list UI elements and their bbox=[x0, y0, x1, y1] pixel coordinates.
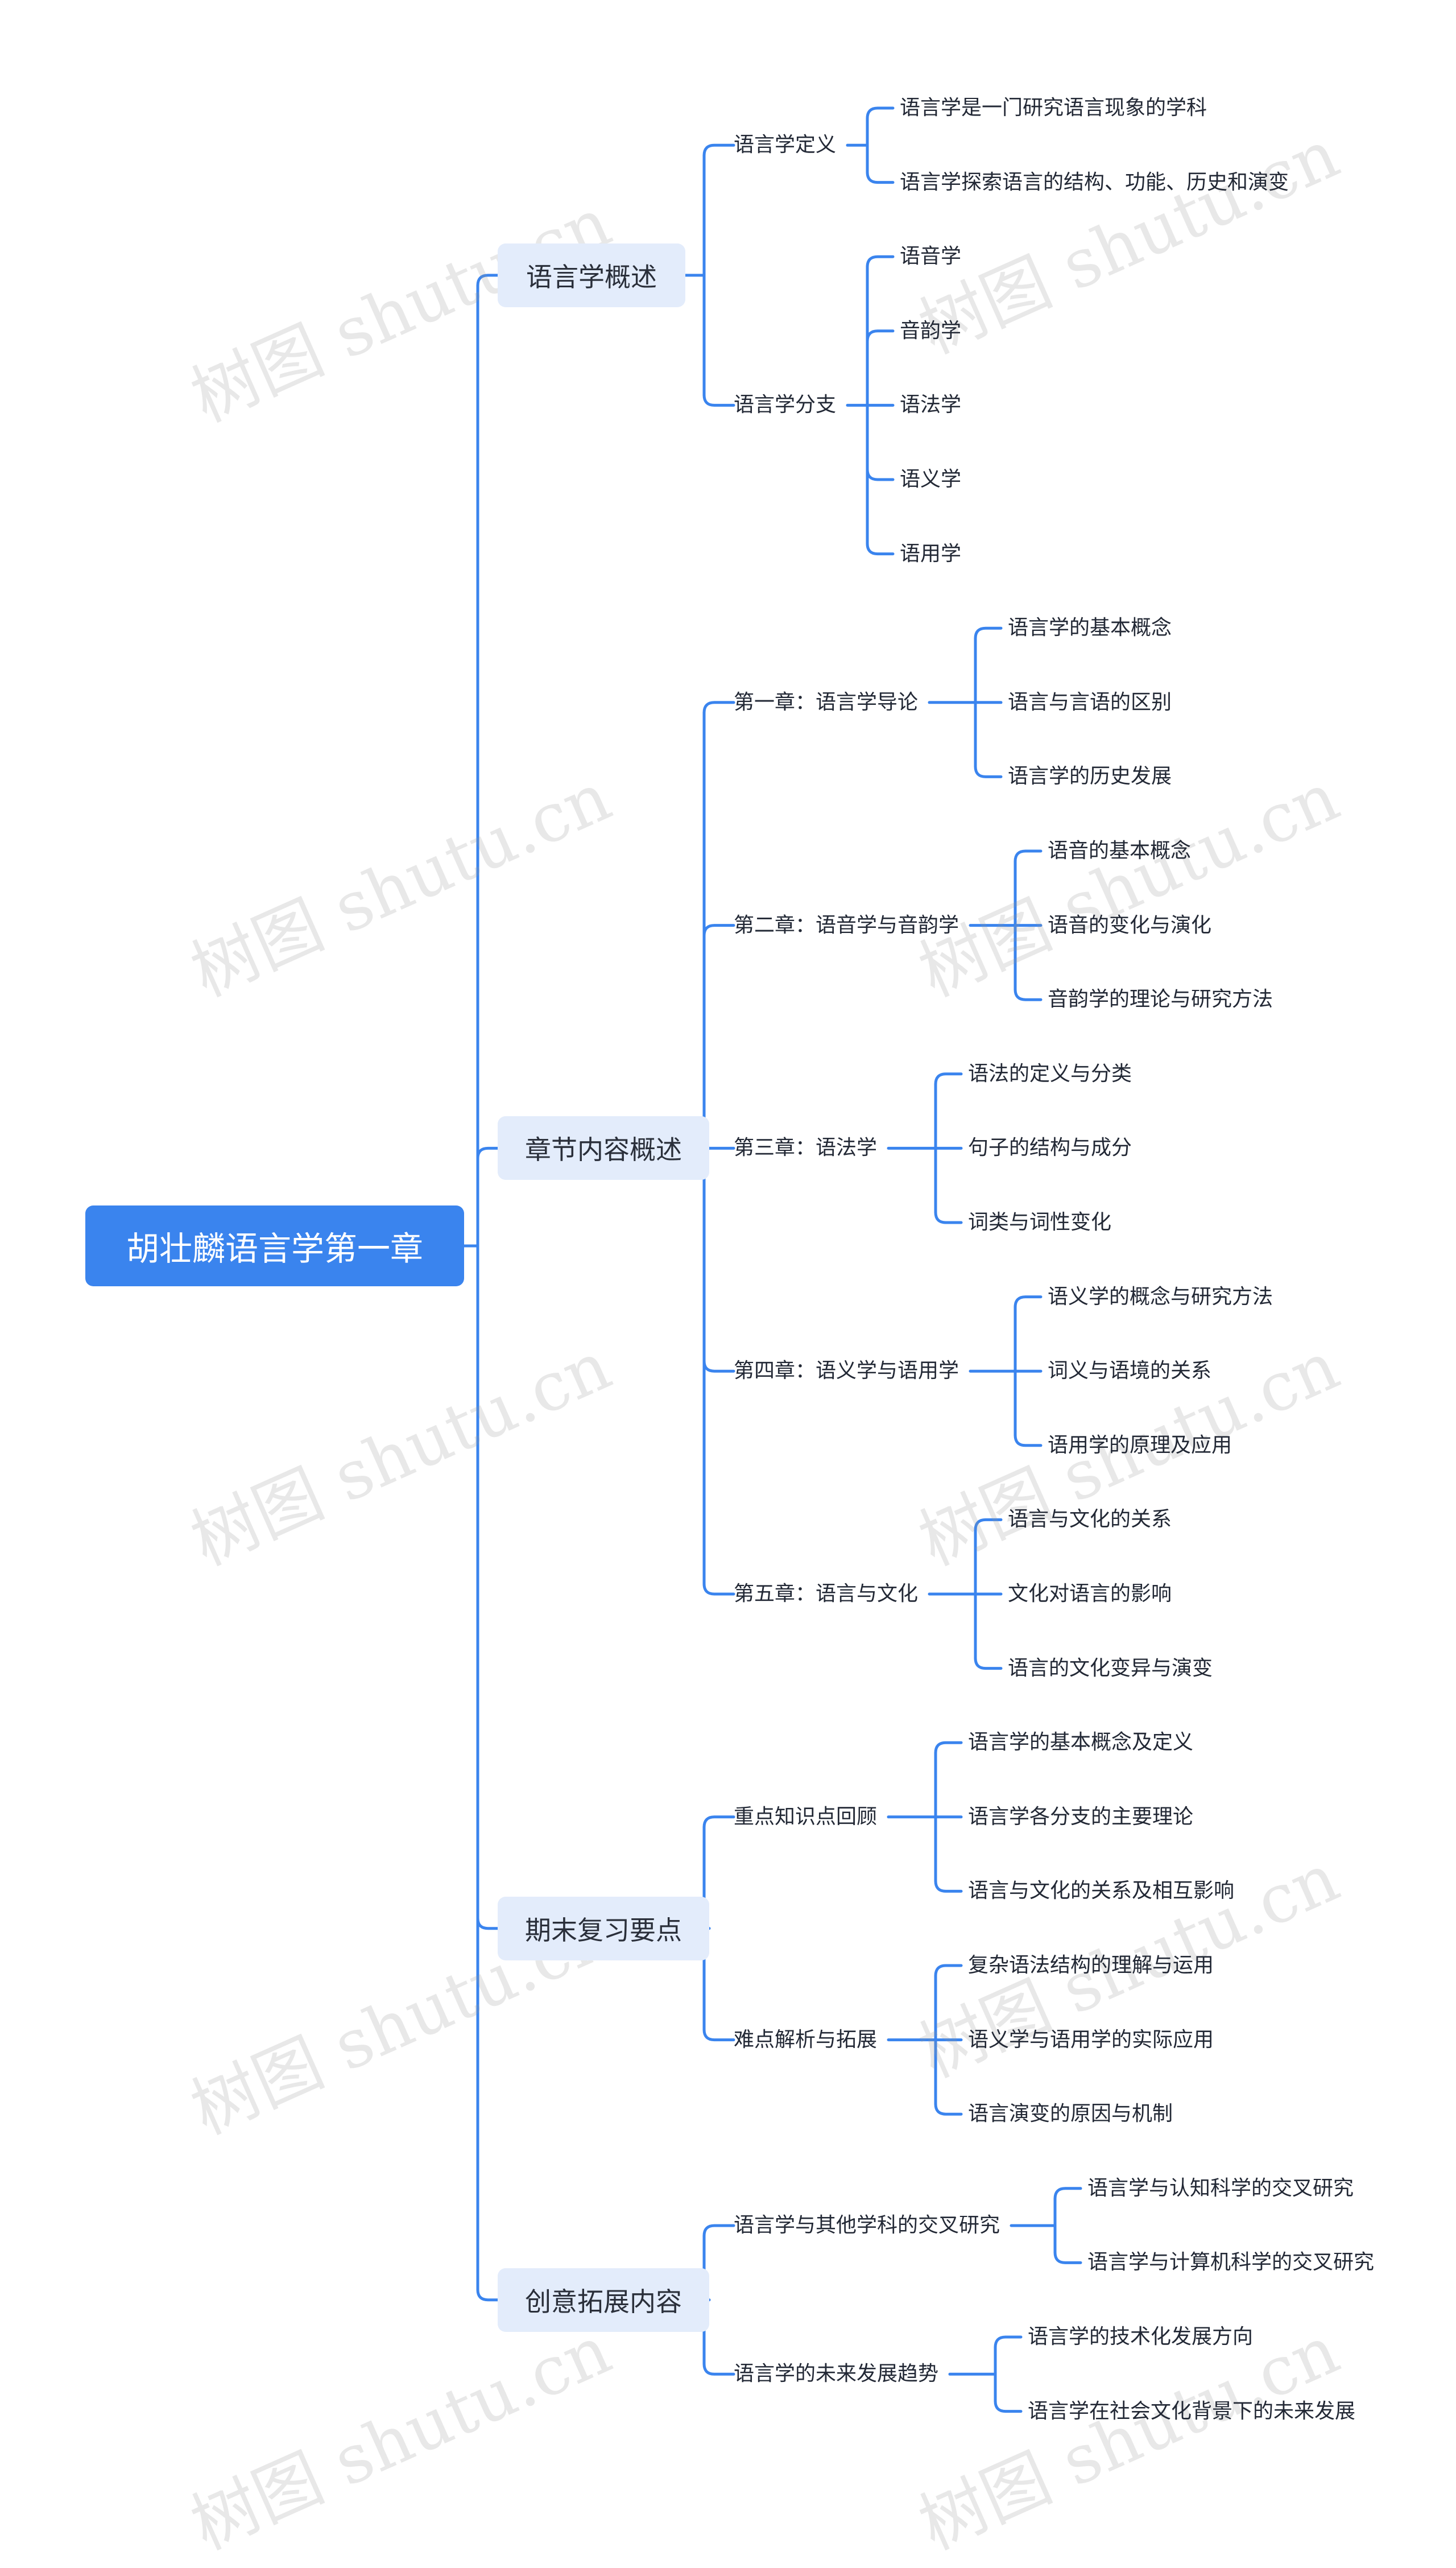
leaf-topic[interactable]: 语音学 bbox=[900, 245, 962, 269]
connector-line bbox=[476, 1146, 499, 1160]
connector-line bbox=[974, 1657, 1003, 1670]
leaf-topic[interactable]: 语法的定义与分类 bbox=[968, 1062, 1132, 1085]
leaf-topic[interactable]: 语言学与认知科学的交叉研究 bbox=[1087, 2176, 1354, 2200]
connector-line bbox=[702, 2224, 735, 2237]
connector-line bbox=[934, 1211, 963, 1224]
leaf-topic[interactable]: 语法学 bbox=[900, 393, 962, 417]
subtopic[interactable]: 重点知识点回顾 bbox=[734, 1805, 878, 1828]
connector-line bbox=[476, 2288, 499, 2302]
root-topic[interactable]: 胡壮麟语言学第一章 bbox=[85, 1205, 464, 1286]
connector-line bbox=[974, 1518, 1003, 1531]
connector-line bbox=[1014, 988, 1043, 1001]
leaf-topic[interactable]: 语言学探索语言的结构、功能、历史和演变 bbox=[900, 170, 1289, 194]
connector-lines bbox=[462, 106, 1082, 2413]
connector-line bbox=[974, 626, 1003, 640]
subtopic[interactable]: 语言学定义 bbox=[734, 133, 837, 157]
connector-line bbox=[866, 171, 895, 184]
connector-line bbox=[934, 1072, 963, 1086]
leaf-topic[interactable]: 语言与文化的关系及相互影响 bbox=[968, 1879, 1235, 1903]
leaf-topic[interactable]: 语音的变化与演化 bbox=[1048, 913, 1212, 937]
leaf-topic[interactable]: 语言学各分支的主要理论 bbox=[968, 1805, 1194, 1828]
leaf-topic[interactable]: 语义学 bbox=[900, 468, 962, 491]
connector-line bbox=[1014, 1434, 1043, 1447]
leaf-topic[interactable]: 词类与词性变化 bbox=[968, 1211, 1112, 1234]
subtopic[interactable]: 第二章：语音学与音韵学 bbox=[734, 913, 959, 937]
connector-line bbox=[866, 255, 895, 269]
connector-line bbox=[476, 1917, 499, 1930]
leaf-topic[interactable]: 语言学的基本概念 bbox=[1008, 616, 1172, 640]
subtopic[interactable]: 语言学的未来发展趋势 bbox=[734, 2362, 939, 2386]
branch-topic[interactable]: 语言学概述 bbox=[498, 243, 685, 307]
leaf-topic[interactable]: 语言演变的原因与机制 bbox=[968, 2102, 1173, 2126]
branch-topic[interactable]: 创意拓展内容 bbox=[498, 2268, 709, 2332]
leaf-topic[interactable]: 语用学的原理及应用 bbox=[1048, 1433, 1232, 1457]
connector-line bbox=[994, 2400, 1023, 2413]
connector-line bbox=[702, 924, 735, 938]
leaf-topic[interactable]: 语言学与计算机科学的交叉研究 bbox=[1087, 2251, 1375, 2274]
subtopic[interactable]: 第三章：语法学 bbox=[734, 1136, 878, 1160]
leaf-topic[interactable]: 语言与言语的区别 bbox=[1008, 690, 1172, 714]
branch-topic[interactable]: 章节内容概述 bbox=[498, 1116, 709, 1180]
leaf-topic[interactable]: 语义学与语用学的实际应用 bbox=[968, 2028, 1214, 2051]
connector-line bbox=[866, 106, 895, 120]
leaf-topic[interactable]: 语言学的历史发展 bbox=[1008, 765, 1172, 788]
connector-line bbox=[866, 468, 895, 481]
subtopic[interactable]: 第一章：语言学导论 bbox=[734, 690, 919, 714]
subtopic[interactable]: 第五章：语言与文化 bbox=[734, 1582, 919, 1605]
connector-line bbox=[934, 1964, 963, 1977]
leaf-topic[interactable]: 文化对语言的影响 bbox=[1008, 1582, 1172, 1605]
leaf-topic[interactable]: 语言学是一门研究语言现象的学科 bbox=[900, 96, 1207, 119]
leaf-topic[interactable]: 复杂语法结构的理解与运用 bbox=[968, 1954, 1214, 1977]
connector-line bbox=[702, 701, 735, 715]
connector-line bbox=[702, 1582, 735, 1596]
connector-line bbox=[934, 1741, 963, 1754]
leaf-topic[interactable]: 语言与文化的关系 bbox=[1008, 1508, 1172, 1531]
subtopic[interactable]: 语言学与其他学科的交叉研究 bbox=[734, 2214, 1000, 2237]
connector-line bbox=[866, 329, 895, 343]
leaf-topic[interactable]: 语言学在社会文化背景下的未来发展 bbox=[1028, 2399, 1356, 2423]
connector-line bbox=[934, 1879, 963, 1893]
leaf-topic[interactable]: 语义学的概念与研究方法 bbox=[1048, 1285, 1273, 1308]
branch-topic[interactable]: 期末复习要点 bbox=[498, 1896, 709, 1960]
connector-line bbox=[476, 274, 499, 287]
leaf-topic[interactable]: 语言的文化变异与演变 bbox=[1008, 1656, 1213, 1680]
leaf-topic[interactable]: 词义与语境的关系 bbox=[1048, 1359, 1212, 1383]
connector-line bbox=[866, 542, 895, 556]
connector-line bbox=[974, 765, 1003, 778]
subtopic[interactable]: 第四章：语义学与语用学 bbox=[734, 1359, 959, 1383]
connector-line bbox=[702, 2028, 735, 2042]
leaf-topic[interactable]: 语言学的基本概念及定义 bbox=[968, 1731, 1194, 1754]
subtopic[interactable]: 语言学分支 bbox=[734, 393, 837, 417]
subtopic[interactable]: 难点解析与拓展 bbox=[734, 2028, 878, 2051]
leaf-topic[interactable]: 语音的基本概念 bbox=[1048, 839, 1192, 862]
leaf-topic[interactable]: 音韵学 bbox=[900, 319, 962, 342]
connector-line bbox=[702, 1359, 735, 1373]
connector-line bbox=[702, 2362, 735, 2376]
connector-line bbox=[934, 2102, 963, 2116]
connector-line bbox=[1014, 1295, 1043, 1309]
leaf-topic[interactable]: 语言学的技术化发展方向 bbox=[1028, 2325, 1254, 2348]
leaf-topic[interactable]: 句子的结构与成分 bbox=[968, 1136, 1132, 1160]
leaf-topic[interactable]: 音韵学的理论与研究方法 bbox=[1048, 988, 1273, 1011]
connector-line bbox=[1053, 2187, 1082, 2200]
connector-line bbox=[702, 143, 735, 157]
connector-line bbox=[1053, 2251, 1082, 2264]
connector-line bbox=[702, 393, 735, 407]
connector-line bbox=[994, 2335, 1023, 2349]
connector-line bbox=[1014, 849, 1043, 863]
connector-line bbox=[702, 1815, 735, 1829]
leaf-topic[interactable]: 语用学 bbox=[900, 542, 962, 565]
